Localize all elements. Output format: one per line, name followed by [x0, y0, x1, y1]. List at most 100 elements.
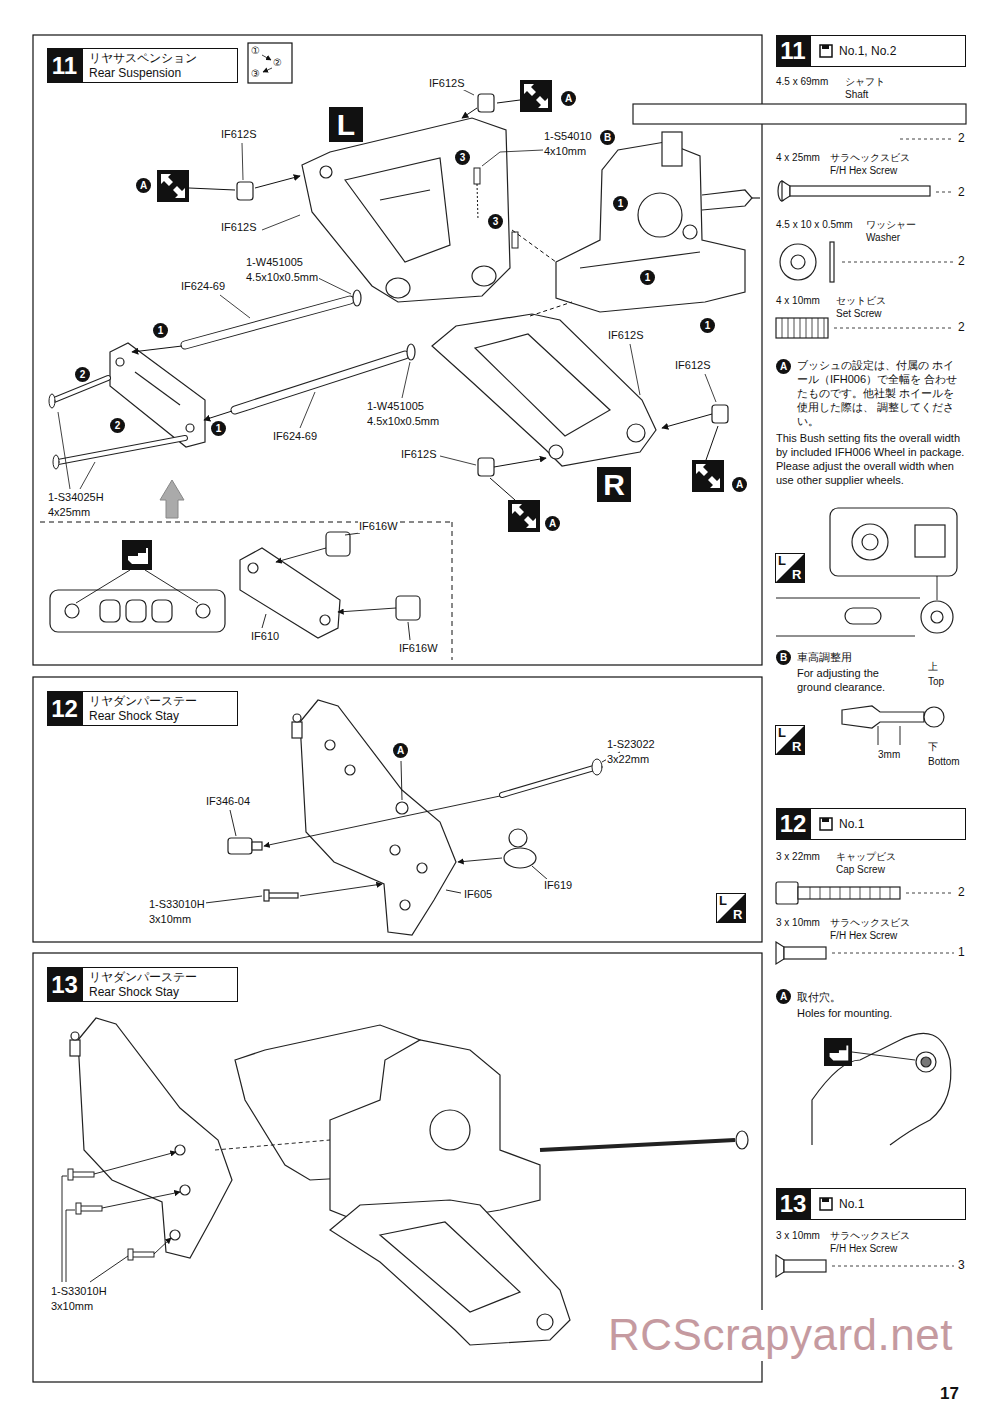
- assembly-arrow: [132, 346, 182, 352]
- washer: [353, 290, 415, 360]
- part-label: IF612S: [220, 128, 257, 141]
- parts-bag-icon: [819, 817, 833, 831]
- parts-bag-icon: [819, 1197, 833, 1211]
- shock-stay: [264, 890, 269, 901]
- suspension-arm-left: [302, 118, 510, 302]
- side-letter: L: [778, 726, 786, 741]
- parts-illustration: [830, 508, 957, 576]
- order-arrows: [262, 55, 272, 72]
- gearbox: [683, 225, 697, 239]
- quantity: 3: [958, 1259, 965, 1273]
- quantity-dashes: [832, 139, 954, 1266]
- callout-marker: 1: [211, 421, 226, 436]
- order-number: ①: [251, 45, 260, 57]
- quantity-dashes: [906, 893, 954, 894]
- parts-illustration: [784, 947, 826, 959]
- mount-plate: [396, 596, 420, 620]
- part-label: 4.5x10x0.5mm: [366, 415, 440, 428]
- assembly-arrow: [462, 108, 477, 118]
- spec-text: 4 x 25mm: [776, 152, 820, 164]
- step-header: 11リヤサスペンション Rear Suspension: [47, 48, 238, 83]
- screw: [128, 1249, 133, 1260]
- rear-assembly: [70, 1040, 80, 1056]
- assembly-arrow: [66, 1210, 75, 1282]
- assembly-arrow: [205, 752, 620, 903]
- quantity: 2: [958, 186, 965, 200]
- order-arrows: [263, 68, 272, 72]
- part-label: IF612S: [674, 359, 711, 372]
- quantity: 2: [958, 321, 965, 335]
- parts-illustration: [842, 706, 924, 728]
- part-label: 1-S54010: [543, 130, 593, 143]
- leader-line: [705, 374, 716, 402]
- side-letter: L: [778, 554, 786, 569]
- assembly-arrow: [662, 414, 712, 428]
- screw: [76, 1203, 81, 1214]
- leader-line: [76, 570, 130, 603]
- parts-illustration: [862, 534, 878, 550]
- bush-direction-icon: [520, 80, 552, 112]
- step-number: 13: [47, 967, 82, 1002]
- order-arrows: [262, 55, 271, 60]
- mount-plate: [248, 563, 258, 573]
- spec-text: セットビス: [836, 295, 886, 307]
- screw: [80, 1206, 102, 1211]
- shock-stay: [504, 848, 536, 868]
- parts-illustration: [798, 887, 900, 899]
- mount-plate: [152, 600, 172, 622]
- mount-plate: [126, 600, 146, 622]
- part-label: 3x10mm: [148, 913, 192, 926]
- parts-illustration: [924, 707, 944, 727]
- quantity: 2: [958, 132, 965, 146]
- callout-marker: 3: [455, 150, 470, 165]
- leader-line: [76, 533, 410, 640]
- shock-stay: [325, 740, 335, 750]
- part-label: 1-S34025H: [47, 491, 105, 504]
- hinge-pin: [185, 300, 350, 345]
- leader-line: [408, 622, 410, 640]
- leader-line: [338, 608, 396, 612]
- parts-header: 12No.1: [776, 808, 966, 840]
- screw: [49, 378, 185, 469]
- note-text: 車高調整用: [797, 650, 917, 664]
- bushing: [237, 182, 253, 200]
- leader-line: [900, 726, 901, 745]
- step-title: リヤダンパーステー Rear Shock Stay: [82, 967, 238, 1002]
- pointing-icon: [122, 540, 152, 570]
- callout-marker: A: [732, 477, 747, 492]
- spec-text: F/H Hex Screw: [830, 1243, 897, 1255]
- part-label: IF612S: [428, 77, 465, 90]
- spec-text: 下: [928, 741, 938, 753]
- shock-stay: [300, 700, 456, 935]
- shock-stay: [390, 845, 400, 855]
- step-title: リヤサスペンション Rear Suspension: [82, 48, 238, 83]
- shock-stay: [252, 842, 262, 850]
- leader-line: [852, 1052, 915, 1060]
- parts-illustration: [830, 242, 834, 282]
- rear-assembly: [180, 1185, 190, 1195]
- gearbox: [752, 197, 760, 198]
- part-label: 4x10mm: [543, 145, 587, 158]
- suspension-arm-left: [472, 266, 496, 286]
- watermark: RCScrapyard.net: [608, 1310, 953, 1361]
- callout-marker: 3: [488, 214, 503, 229]
- page-number: 17: [940, 1384, 959, 1404]
- part-label: IF616W: [398, 642, 439, 655]
- assembly-arrow: [94, 1152, 176, 1174]
- note-text: ブッシュの設定は、付属の ホイール（IFH006）で全幅を 合わせたものです。他…: [797, 358, 965, 428]
- part-label: IF605: [463, 888, 493, 901]
- mount-plate: [320, 615, 330, 625]
- parts-illustration: [790, 186, 930, 196]
- spec-text: サラヘックスビス: [830, 917, 910, 929]
- spec-text: F/H Hex Screw: [830, 165, 897, 177]
- set-screw: [474, 168, 518, 248]
- assembly-arrow: [132, 100, 718, 500]
- suspension-mount: [110, 343, 205, 447]
- rear-assembly: [170, 1230, 180, 1240]
- side-icon: [776, 554, 805, 583]
- quantity: 2: [958, 886, 965, 900]
- part-label: IF619: [543, 879, 573, 892]
- part-label: 1-S33010H: [50, 1285, 108, 1298]
- parts-illustration: [776, 598, 920, 636]
- screw: [49, 394, 55, 408]
